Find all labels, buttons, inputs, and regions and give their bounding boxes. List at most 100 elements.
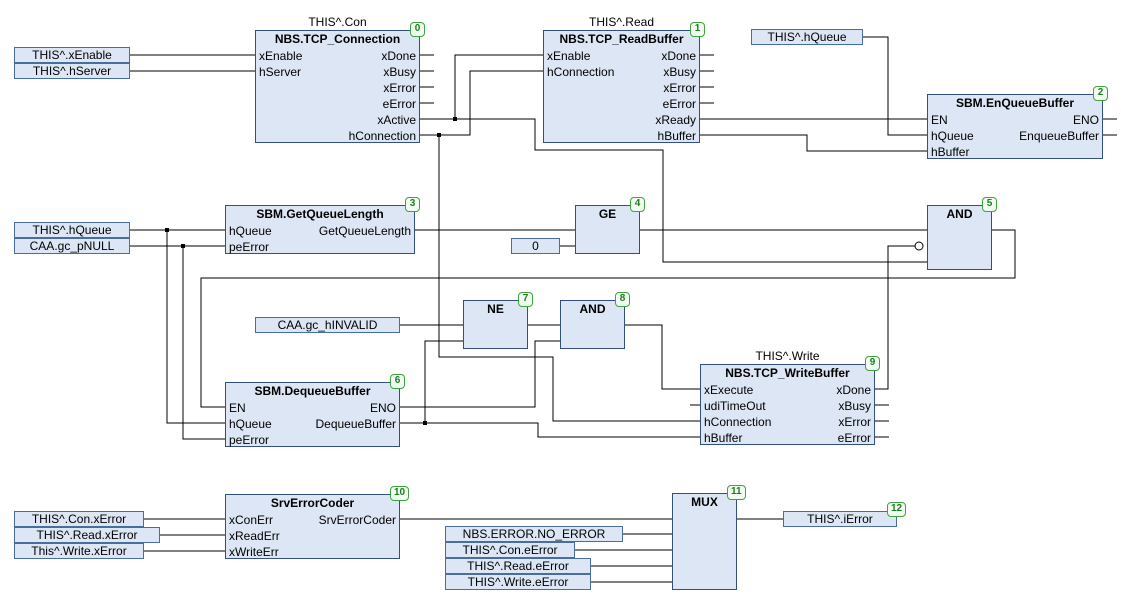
input-pin-hqueue[interactable]: hQueue [229, 417, 272, 431]
input-pin-peerror[interactable]: peError [229, 433, 270, 447]
output-pin-xerror[interactable]: xError [663, 81, 696, 95]
wire [400, 422, 700, 438]
operand-caa-gc-pnull[interactable]: CAA.gc_pNULL [14, 238, 130, 254]
output-pin-enqueuebuffer[interactable]: EnqueueBuffer [1019, 129, 1099, 143]
fbd-block-mux[interactable]: MUX [672, 493, 737, 590]
pin-row [928, 223, 991, 239]
input-pin-hqueue[interactable]: hQueue [229, 224, 272, 238]
output-pin-dequeuebuffer[interactable]: DequeueBuffer [315, 417, 396, 431]
pin-row: hConnection [256, 128, 419, 144]
pin-row [576, 239, 639, 255]
pin-row: xExecute xDone [701, 382, 874, 398]
operand-this-con-xerror[interactable]: THIS^.Con.xError [14, 511, 144, 527]
output-pin-eno[interactable]: ENO [369, 401, 396, 415]
operand-this-xenable[interactable]: THIS^.xEnable [14, 47, 130, 63]
block-id-badge: 7 [518, 292, 533, 307]
output-pin-xbusy[interactable]: xBusy [383, 65, 416, 79]
output-pin-eno[interactable]: ENO [1072, 113, 1099, 127]
output-pin-xready[interactable]: xReady [655, 113, 696, 127]
output-pin-getqueuelength[interactable]: GetQueueLength [318, 224, 411, 238]
fbd-block-and-8[interactable]: AND [560, 300, 625, 349]
junction-dot [437, 133, 441, 137]
input-pin-xconerr[interactable]: xConErr [229, 513, 274, 527]
output-pin-eerror[interactable]: eError [662, 97, 696, 111]
instance-label-tcp-connection[interactable]: THIS^.Con [308, 15, 367, 29]
block-title: SrvErrorCoder [270, 496, 355, 510]
operand-this-read-xerror[interactable]: THIS^.Read.xError [14, 527, 160, 543]
output-pin-srverrorcoder[interactable]: SrvErrorCoder [318, 513, 396, 527]
input-pin-xexecute[interactable]: xExecute [704, 383, 754, 397]
fbd-block-srverrorcoder[interactable]: SrvErrorCoder xConErr SrvErrorCoder xReadEr… [225, 494, 400, 559]
block-id-badge: 1 [690, 22, 705, 37]
pin-row: hQueue GetQueueLength [226, 223, 414, 239]
input-pin-hbuffer[interactable]: hBuffer [704, 431, 743, 445]
operand-caa-gc-hinvalid[interactable]: CAA.gc_hINVALID [255, 317, 400, 333]
pin-row [576, 223, 639, 239]
output-pin-eerror[interactable]: eError [837, 431, 871, 445]
output-pin-xdone[interactable]: xDone [661, 49, 696, 63]
output-pin-xdone[interactable]: xDone [836, 383, 871, 397]
block-title: NBS.TCP_Connection [274, 32, 401, 46]
output-pin-xbusy[interactable]: xBusy [838, 399, 871, 413]
wire [200, 229, 1016, 408]
operand-this-con-eerror[interactable]: THIS^.Con.eError [445, 542, 575, 558]
input-pin-xreaderr[interactable]: xReadErr [229, 529, 280, 543]
output-pin-hconnection[interactable]: hConnection [348, 129, 416, 143]
fbd-block-ge[interactable]: GE [575, 205, 640, 254]
pin-row: hConnection xError [701, 414, 874, 430]
fbd-block-and-5[interactable]: AND [927, 205, 992, 270]
operand-this-write-xerror[interactable]: This^.Write.xError [14, 543, 144, 559]
fbd-block-tcp-connection[interactable]: NBS.TCP_Connection xEnable xDone hServer xBu… [255, 30, 420, 143]
operand-zero-const[interactable]: 0 [511, 238, 560, 254]
input-pin-xenable[interactable]: xEnable [259, 49, 303, 63]
input-pin-hserver[interactable]: hServer [259, 65, 302, 79]
operand-this-hqueue-top[interactable]: THIS^.hQueue [751, 29, 863, 45]
pin-row: xConErr SrvErrorCoder [226, 512, 399, 528]
wire [438, 135, 700, 422]
output-pin-xerror[interactable]: xError [838, 415, 871, 429]
input-pin-en[interactable]: EN [931, 113, 948, 127]
wire [454, 54, 543, 119]
input-pin-hbuffer[interactable]: hBuffer [931, 145, 970, 159]
block-title: SBM.GetQueueLength [256, 207, 384, 221]
pin-row [673, 559, 736, 575]
operand-this-hserver[interactable]: THIS^.hServer [14, 63, 130, 79]
fbd-block-getqueuelength[interactable]: SBM.GetQueueLength hQueue GetQueueLength pe… [225, 205, 415, 254]
fbd-block-ne[interactable]: NE [463, 300, 528, 349]
operand-this-read-eerror[interactable]: THIS^.Read.eError [445, 558, 591, 574]
output-pin-hbuffer[interactable]: hBuffer [657, 129, 696, 143]
input-pin-hconnection[interactable]: hConnection [704, 415, 772, 429]
pin-row [928, 239, 991, 255]
operand-this-hqueue-mid[interactable]: THIS^.hQueue [14, 222, 130, 238]
block-id-badge: 4 [630, 197, 645, 212]
block-title: SBM.EnQueueBuffer [955, 96, 1074, 110]
instance-label-tcp-writebuffer[interactable]: THIS^.Write [755, 349, 820, 363]
output-pin-xactive[interactable]: xActive [377, 113, 416, 127]
junction-dot [423, 421, 427, 425]
input-pin-hqueue[interactable]: hQueue [931, 129, 974, 143]
block-title: SBM.DequeueBuffer [254, 384, 371, 398]
pin-row [673, 543, 736, 559]
output-pin-eerror[interactable]: eError [382, 97, 416, 111]
input-pin-en[interactable]: EN [229, 401, 246, 415]
operand-this-write-eerror[interactable]: THIS^.Write.eError [445, 574, 591, 590]
input-pin-peerror[interactable]: peError [229, 240, 270, 254]
input-pin-uditimeout[interactable]: udiTimeOut [704, 399, 766, 413]
input-pin-xwriteerr[interactable]: xWriteErr [229, 545, 279, 559]
output-pin-xbusy[interactable]: xBusy [663, 65, 696, 79]
input-pin-hconnection[interactable]: hConnection [547, 65, 615, 79]
output-pin-xdone[interactable]: xDone [381, 49, 416, 63]
operand-this-ierror[interactable]: THIS^.iError [783, 511, 897, 527]
pin-row: xActive [256, 112, 419, 128]
instance-label-tcp-readbuffer[interactable]: THIS^.Read [589, 15, 654, 29]
junction-dot [165, 228, 169, 232]
operand-nbs-error-no-error[interactable]: NBS.ERROR.NO_ERROR [445, 526, 623, 542]
output-pin-xerror[interactable]: xError [383, 81, 416, 95]
input-pin-xenable[interactable]: xEnable [547, 49, 591, 63]
